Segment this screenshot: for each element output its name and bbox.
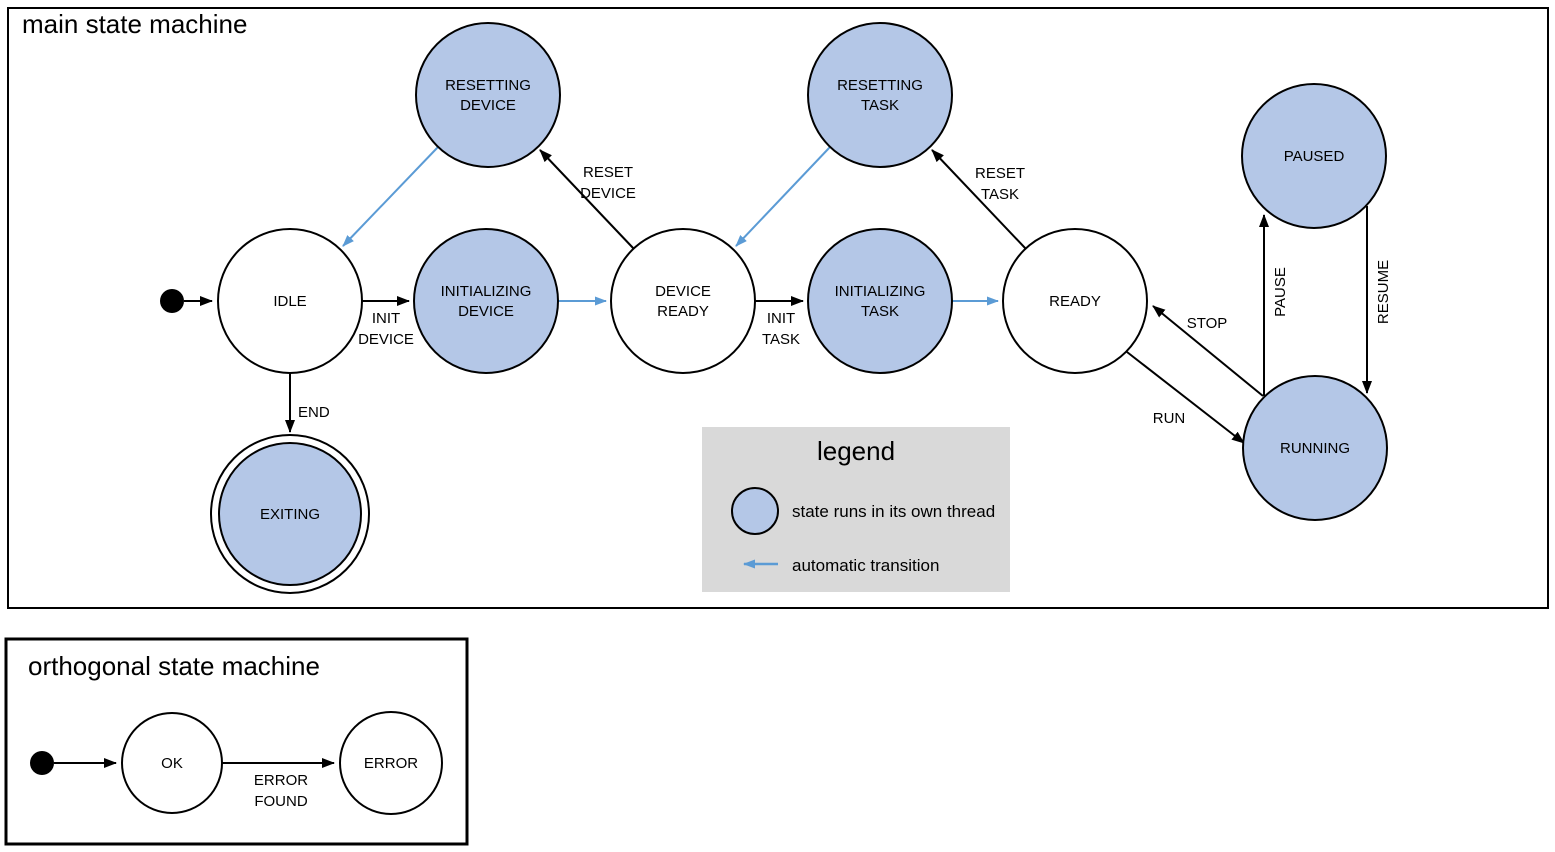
label-init-device-line1: INIT <box>372 310 400 327</box>
label-error-found-line2: FOUND <box>254 793 307 810</box>
edge-ready-to-resetting-task <box>931 149 1027 250</box>
label-pause: PAUSE <box>1272 267 1289 317</box>
state-exiting-final: EXITING <box>210 434 370 594</box>
state-ready: READY <box>1002 228 1148 374</box>
legend: legend state runs in its own thread auto… <box>702 427 1010 592</box>
state-resetting-task-label-line1: RESETTING <box>837 77 923 94</box>
label-init-task-line1: INIT <box>767 310 795 327</box>
edge-resetting-task-to-device-ready-auto <box>735 146 831 247</box>
label-init-device-line2: DEVICE <box>358 331 414 348</box>
state-resetting-task-label-line2: TASK <box>861 97 899 114</box>
legend-auto-label: automatic transition <box>792 556 939 575</box>
label-stop: STOP <box>1187 315 1228 332</box>
state-error: ERROR <box>339 711 443 815</box>
state-running-label: RUNNING <box>1280 440 1350 457</box>
state-resetting-device-label-line1: RESETTING <box>445 77 531 94</box>
legend-thread-state-icon <box>731 487 779 535</box>
state-initializing-device-label-line1: INITIALIZING <box>441 283 532 300</box>
state-ready-label: READY <box>1049 293 1101 310</box>
state-exiting-label: EXITING <box>260 506 320 523</box>
orthogonal-state-machine-group: orthogonal state machine ERROR FOUND OK … <box>4 637 469 846</box>
edge-running-to-ready <box>1152 305 1264 397</box>
label-reset-task-line1: RESET <box>975 165 1025 182</box>
state-error-label: ERROR <box>364 755 418 772</box>
state-initializing-device-label-line2: DEVICE <box>458 303 514 320</box>
label-reset-task-line2: TASK <box>981 186 1019 203</box>
state-initializing-device: INITIALIZING DEVICE <box>413 228 559 374</box>
label-end: END <box>298 404 330 421</box>
state-paused: PAUSED <box>1241 83 1387 229</box>
state-initializing-task-label-line1: INITIALIZING <box>835 283 926 300</box>
legend-thread-label: state runs in its own thread <box>792 502 995 521</box>
initial-state-dot <box>160 289 184 313</box>
label-reset-device-line2: DEVICE <box>580 185 636 202</box>
orthogonal-diagram-title: orthogonal state machine <box>28 651 320 681</box>
main-diagram-title: main state machine <box>22 9 247 39</box>
edge-device-ready-to-resetting-device <box>539 149 635 250</box>
state-initializing-task-label-line2: TASK <box>861 303 899 320</box>
state-initializing-task: INITIALIZING TASK <box>807 228 953 374</box>
state-ok: OK <box>121 712 223 814</box>
state-device-ready-label-line2: READY <box>657 303 709 320</box>
edge-ready-to-running <box>1126 351 1245 444</box>
edge-resetting-device-to-idle-auto <box>342 146 439 247</box>
state-paused-label: PAUSED <box>1284 148 1345 165</box>
label-reset-device-line1: RESET <box>583 164 633 181</box>
state-idle: IDLE <box>217 228 363 374</box>
orthogonal-initial-state-dot <box>30 751 54 775</box>
main-state-machine-group: main state machine INIT DEVICE RESET DEV… <box>7 7 1549 609</box>
label-init-task-line2: TASK <box>762 331 800 348</box>
state-resetting-device: RESETTING DEVICE <box>415 22 561 168</box>
state-device-ready: DEVICE READY <box>610 228 756 374</box>
legend-title: legend <box>817 436 895 466</box>
state-ok-label: OK <box>161 755 183 772</box>
label-error-found-line1: ERROR <box>254 772 308 789</box>
state-resetting-task: RESETTING TASK <box>807 22 953 168</box>
label-resume: RESUME <box>1375 260 1392 324</box>
state-resetting-device-label-line2: DEVICE <box>460 97 516 114</box>
state-idle-label: IDLE <box>273 293 306 310</box>
state-device-ready-label-line1: DEVICE <box>655 283 711 300</box>
state-running: RUNNING <box>1242 375 1388 521</box>
label-run: RUN <box>1153 410 1186 427</box>
